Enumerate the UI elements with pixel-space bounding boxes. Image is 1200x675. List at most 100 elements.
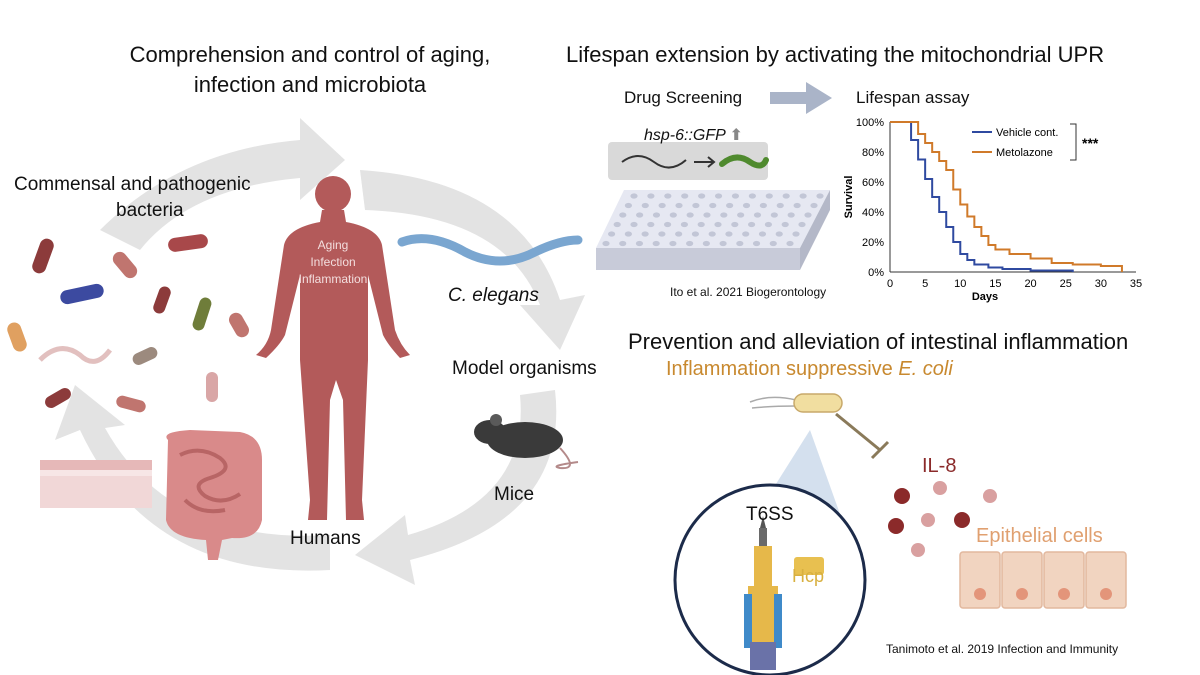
plate-well [798, 221, 806, 228]
plate-well [792, 231, 800, 237]
plate-well [669, 212, 677, 218]
bacterium-1 [32, 238, 54, 274]
reporter-label: hsp-6::GFP ⬆ [644, 125, 743, 145]
reporter-box [608, 142, 768, 180]
bacterium-6 [132, 347, 158, 365]
plate-well [647, 221, 655, 228]
cycle-arrow-right [360, 170, 585, 350]
plate-well [652, 240, 660, 247]
bacterium-8 [45, 388, 71, 408]
plate-well [686, 212, 694, 218]
subtitle-prefix: Inflammation suppressive [666, 358, 899, 380]
plate-well [793, 202, 801, 209]
plate-well [647, 193, 655, 199]
plate-well [775, 231, 783, 237]
plate-well [697, 221, 705, 228]
plate-well [726, 202, 734, 209]
series-line-2 [890, 121, 1123, 272]
x-tick-label: 5 [922, 278, 928, 290]
plate-well [737, 212, 745, 218]
human-label-aging: Aging [318, 238, 349, 252]
chart-series [890, 121, 1123, 272]
reporter-arrow [694, 156, 716, 168]
hcp-label: Hcp [792, 566, 825, 586]
plate-well [720, 212, 728, 218]
plate-well [742, 202, 751, 209]
x-tick-label: 30 [1095, 278, 1107, 290]
bacteria-label-line1: Commensal and pathogenic [14, 174, 251, 195]
plate-well [691, 231, 700, 237]
plate-well [765, 193, 773, 199]
legend-label: Metolazone [996, 147, 1053, 159]
ecoli-bacterium [749, 393, 843, 413]
plate-well [752, 240, 761, 247]
plate-well [719, 240, 727, 247]
x-tick-label: 35 [1130, 278, 1142, 290]
plate-wells [602, 193, 824, 247]
screening-illustration [596, 82, 832, 270]
plate-well [686, 240, 694, 247]
bacterium-9 [116, 395, 146, 413]
bacterium-2 [112, 251, 138, 279]
plate-well [769, 240, 777, 247]
significance-bracket [1070, 123, 1077, 161]
humans-label: Humans [290, 528, 361, 549]
plate-well [624, 231, 632, 237]
plate-well [753, 212, 762, 218]
drug-screening-label: Drug Screening [624, 88, 743, 107]
plate-well [703, 212, 711, 218]
x-tick-label: 20 [1024, 278, 1036, 290]
plate-well [602, 240, 610, 247]
plate-well [658, 231, 666, 237]
subtitle-species: E. coli [898, 358, 953, 380]
plate-well [641, 231, 649, 237]
citation-ito: Ito et al. 2021 Biogerontology [670, 285, 827, 299]
green-worm [719, 154, 769, 169]
plate-well [702, 240, 710, 247]
hcp-icon [794, 557, 824, 575]
c-elegans-label: C. elegans [448, 285, 539, 306]
bacterium-7 [206, 372, 218, 402]
plate-well [681, 193, 689, 199]
right-bottom-title: Prevention and alleviation of intestinal… [628, 329, 1129, 354]
skin-tissue [40, 460, 152, 508]
plate-well [624, 202, 632, 209]
cycle-arrow-top [100, 118, 345, 250]
legend-label: Vehicle cont. [996, 127, 1058, 139]
y-axis-label: Survival [843, 176, 855, 219]
plate-well [714, 193, 723, 199]
left-title-line2: infection and microbiota [193, 72, 427, 97]
plate-well [619, 240, 627, 247]
lifespan-assay-label: Lifespan assay [856, 88, 970, 107]
plate-well [748, 221, 756, 228]
right-top-title: Lifespan extension by activating the mit… [566, 42, 1105, 67]
plate-well [664, 193, 672, 199]
y-tick-label: 60% [862, 177, 884, 189]
plate-well [736, 240, 744, 247]
plate-well [680, 221, 688, 228]
c-elegans-worm [397, 234, 583, 266]
t6ss-label: T6SS [746, 504, 794, 525]
bacterium-green [192, 297, 212, 331]
flow-arrow [770, 82, 832, 114]
bacterium-spiral [38, 346, 112, 364]
citation-tanimoto: Tanimoto et al. 2019 Infection and Immun… [886, 642, 1119, 656]
plate-well [731, 193, 740, 199]
plate-well [619, 212, 627, 218]
il8-label: IL-8 [922, 455, 957, 477]
plate-well [635, 240, 644, 247]
epithelial-label: Epithelial cells [976, 525, 1103, 547]
x-tick-label: 25 [1060, 278, 1072, 290]
plate-well [731, 221, 739, 228]
plate-well [630, 193, 638, 199]
series-line-1 [890, 121, 1074, 272]
inhibition-mark [835, 412, 890, 460]
human-label-infection: Infection [310, 255, 355, 269]
mice-label: Mice [494, 484, 535, 505]
plate-well [804, 212, 812, 218]
y-tick-label: 40% [862, 207, 884, 219]
il8-dots [888, 481, 997, 557]
plate-well [692, 202, 700, 209]
